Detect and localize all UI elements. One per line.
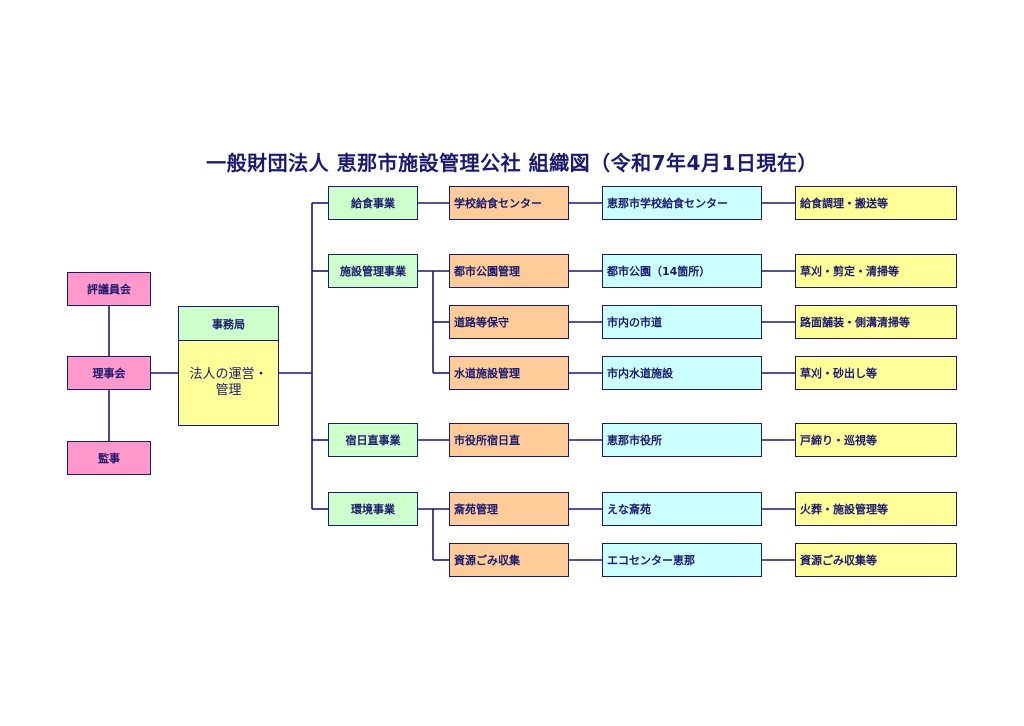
auditor-label: 監事 [98, 452, 120, 465]
work-label: 草刈・剪定・清掃等 [800, 265, 899, 278]
facility-label: 市内の市道 [607, 316, 662, 329]
section-label: 道路等保守 [454, 316, 509, 329]
work-label: 給食調理・搬送等 [800, 197, 888, 210]
work-box: 路面舗装・側溝清掃等 [795, 305, 957, 339]
section-label: 都市公園管理 [454, 265, 520, 278]
division-label: 施設管理事業 [340, 265, 406, 278]
facility-label: えな斎苑 [607, 503, 651, 516]
work-box: 戸締り・巡視等 [795, 423, 957, 457]
facility-box: えな斎苑 [602, 492, 762, 526]
work-label: 戸締り・巡視等 [800, 434, 877, 447]
division-night-duty: 宿日直事業 [328, 423, 418, 457]
secretariat-body-text: 法人の運営・管理 [189, 367, 268, 398]
section-label: 市役所宿日直 [454, 434, 520, 447]
section-box: 斎苑管理 [449, 492, 569, 526]
section-label: 資源ごみ収集 [454, 554, 520, 567]
work-label: 資源ごみ収集等 [800, 554, 877, 567]
facility-box: エコセンター恵那 [602, 543, 762, 577]
section-box: 都市公園管理 [449, 254, 569, 288]
work-box: 草刈・剪定・清掃等 [795, 254, 957, 288]
council-label: 評議員会 [87, 283, 131, 296]
section-box: 水道施設管理 [449, 356, 569, 390]
division-catering: 給食事業 [328, 186, 418, 220]
section-label: 学校給食センター [454, 197, 542, 210]
facility-label: エコセンター恵那 [607, 554, 695, 567]
division-facility-management: 施設管理事業 [328, 254, 418, 288]
section-box: 学校給食センター [449, 186, 569, 220]
section-label: 斎苑管理 [454, 503, 498, 516]
work-label: 草刈・砂出し等 [800, 367, 877, 380]
work-box: 資源ごみ収集等 [795, 543, 957, 577]
facility-box: 恵那市役所 [602, 423, 762, 457]
work-box: 草刈・砂出し等 [795, 356, 957, 390]
division-label: 宿日直事業 [345, 434, 401, 447]
division-environment: 環境事業 [328, 492, 418, 526]
section-box: 市役所宿日直 [449, 423, 569, 457]
board-label: 理事会 [92, 367, 126, 380]
secretariat-header: 事務局 [179, 307, 278, 341]
work-label: 火葬・施設管理等 [800, 503, 888, 516]
facility-box: 恵那市学校給食センター [602, 186, 762, 220]
facility-label: 恵那市学校給食センター [607, 197, 728, 210]
work-box: 火葬・施設管理等 [795, 492, 957, 526]
diagram-title: 一般財団法人 恵那市施設管理公社 組織図（令和7年4月1日現在） [206, 151, 818, 175]
secretariat-body: 法人の運営・管理 [179, 341, 278, 425]
section-box: 道路等保守 [449, 305, 569, 339]
board-box: 理事会 [67, 356, 151, 390]
facility-label: 都市公園（14箇所） [607, 265, 711, 278]
section-box: 資源ごみ収集 [449, 543, 569, 577]
facility-box: 市内の市道 [602, 305, 762, 339]
facility-box: 都市公園（14箇所） [602, 254, 762, 288]
council-box: 評議員会 [67, 272, 151, 306]
division-label: 環境事業 [351, 503, 395, 516]
work-box: 給食調理・搬送等 [795, 186, 957, 220]
facility-box: 市内水道施設 [602, 356, 762, 390]
facility-label: 恵那市役所 [607, 434, 662, 447]
facility-label: 市内水道施設 [607, 367, 673, 380]
auditor-box: 監事 [67, 441, 151, 475]
secretariat-box: 事務局 法人の運営・管理 [178, 306, 279, 426]
division-label: 給食事業 [351, 197, 395, 210]
section-label: 水道施設管理 [454, 367, 520, 380]
work-label: 路面舗装・側溝清掃等 [800, 316, 910, 329]
